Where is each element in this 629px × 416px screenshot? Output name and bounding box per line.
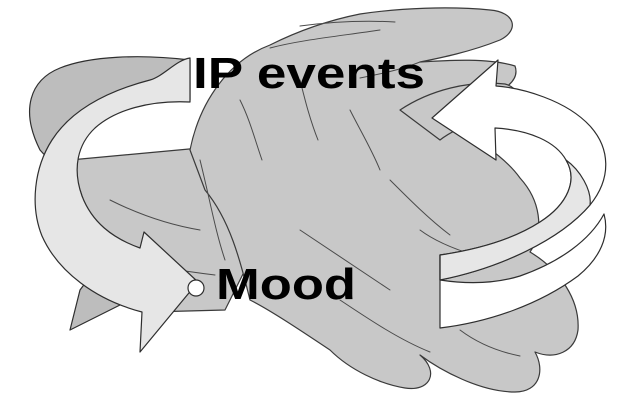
label-mood: Mood [216, 260, 356, 309]
label-ip-events: IP events [193, 49, 425, 98]
connector-dot [188, 280, 204, 296]
